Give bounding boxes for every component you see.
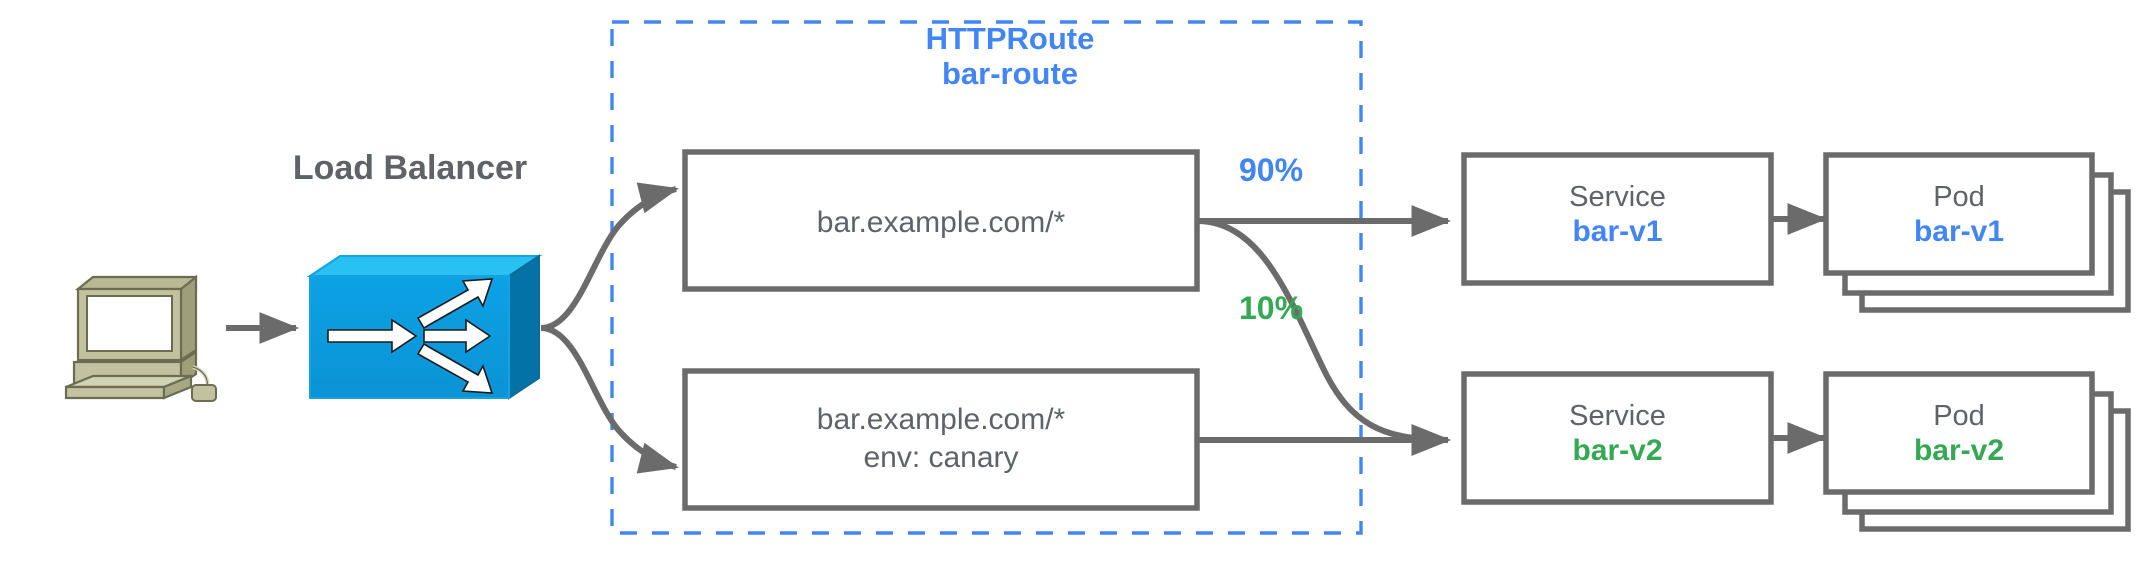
httproute-name-label: bar-route [941, 55, 1079, 91]
service-box-bar-v2[interactable] [1461, 371, 1774, 505]
httproute-title: HTTPRoute bar-route [840, 21, 1180, 91]
pod-replica-front[interactable] [1823, 371, 2095, 495]
httproute-dashed-boundary [610, 20, 1363, 535]
pod-kind-label: Pod [1933, 400, 1985, 432]
load-balancer-label: Load Balancer [292, 149, 528, 187]
service-name-label: bar-v1 [1572, 215, 1663, 249]
httproute-kind-label: HTTPRoute [925, 21, 1095, 56]
pod-stack-bar-v1 [1823, 152, 2131, 313]
computer-workstation-icon [64, 274, 217, 402]
service-kind-label: Service [1569, 400, 1666, 432]
service-bar-v1-text: Service bar-v1 [1464, 180, 1771, 250]
pod-bar-v1-text: Pod bar-v1 [1826, 180, 2092, 250]
rule-canary-header-match: env: canary [863, 440, 1019, 474]
pod-kind-label: Pod [1933, 181, 1985, 213]
load-balancer-fanout-icon [306, 254, 543, 400]
rule-canary-text: bar.example.com/* env: canary [685, 401, 1197, 476]
pod-name-label: bar-v2 [1913, 434, 2005, 468]
rule-canary-hostname: bar.example.com/* [816, 403, 1066, 436]
arrow-lb-to-rule-canary [540, 325, 679, 474]
rule-box-default[interactable] [682, 149, 1200, 292]
pod-replica-front[interactable] [1823, 152, 2095, 276]
service-name-label: bar-v2 [1572, 434, 1663, 468]
rule-default-text: bar.example.com/* [816, 206, 1066, 239]
weight-label-10: 10% [1238, 290, 1304, 326]
pod-bar-v2-text: Pod bar-v2 [1826, 399, 2092, 469]
arrow-lb-to-rule-default [540, 182, 679, 331]
rule-box-canary[interactable] [682, 368, 1200, 511]
arrow-rule-default-to-service-v2 [1196, 218, 1452, 456]
pod-name-label: bar-v1 [1913, 215, 2005, 249]
service-box-bar-v1[interactable] [1461, 152, 1774, 286]
pod-stack-bar-v2 [1823, 371, 2131, 532]
service-kind-label: Service [1569, 181, 1666, 213]
weight-label-90: 90% [1238, 152, 1304, 188]
service-bar-v2-text: Service bar-v2 [1464, 399, 1771, 469]
